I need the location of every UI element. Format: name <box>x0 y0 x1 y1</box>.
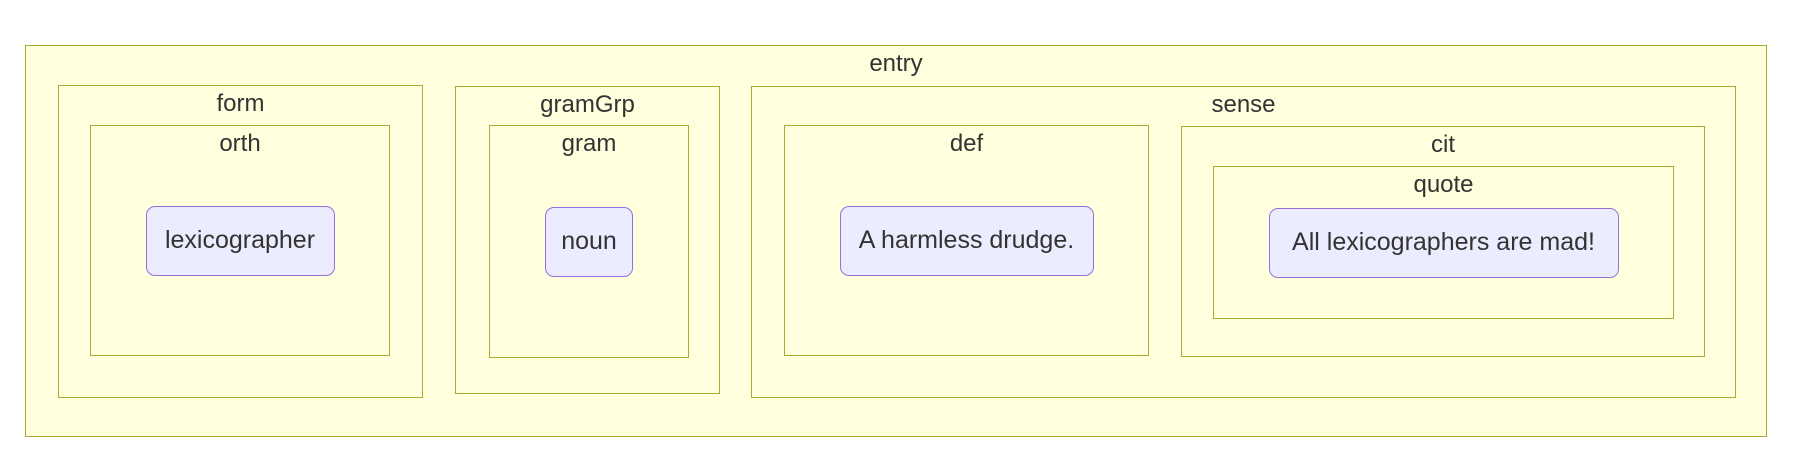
node-def-text-label: A harmless drudge. <box>858 226 1075 254</box>
cluster-sense: sense def A harmless drudge. cit quote A… <box>751 86 1736 398</box>
cluster-def-label: def <box>949 130 984 157</box>
node-lexicographer-label: lexicographer <box>164 226 316 254</box>
cluster-form: form orth lexicographer <box>58 85 423 398</box>
node-def-text: A harmless drudge. <box>839 205 1094 276</box>
cluster-entry-label: entry <box>869 50 923 77</box>
cluster-quote: quote All lexicographers are mad! <box>1213 166 1674 319</box>
cluster-quote-label: quote <box>1413 171 1474 198</box>
node-lexicographer: lexicographer <box>145 205 335 276</box>
cluster-cit: cit quote All lexicographers are mad! <box>1181 126 1705 357</box>
node-noun: noun <box>545 206 633 277</box>
cluster-def: def A harmless drudge. <box>784 125 1149 356</box>
cluster-gram: gram noun <box>489 125 689 358</box>
node-noun-label: noun <box>561 227 617 255</box>
cluster-entry: entry form orth lexicographer gramGrp gr… <box>25 45 1767 437</box>
cluster-gramgrp: gramGrp gram noun <box>455 86 720 394</box>
cluster-cit-label: cit <box>1431 131 1455 158</box>
cluster-orth: orth lexicographer <box>90 125 390 356</box>
cluster-sense-label: sense <box>1211 91 1276 118</box>
cluster-gram-label: gram <box>561 130 617 157</box>
node-quote-text: All lexicographers are mad! <box>1268 207 1619 278</box>
cluster-gramgrp-label: gramGrp <box>540 91 635 118</box>
cluster-form-label: form <box>216 90 265 117</box>
cluster-orth-label: orth <box>219 130 261 157</box>
node-quote-text-label: All lexicographers are mad! <box>1292 228 1595 256</box>
